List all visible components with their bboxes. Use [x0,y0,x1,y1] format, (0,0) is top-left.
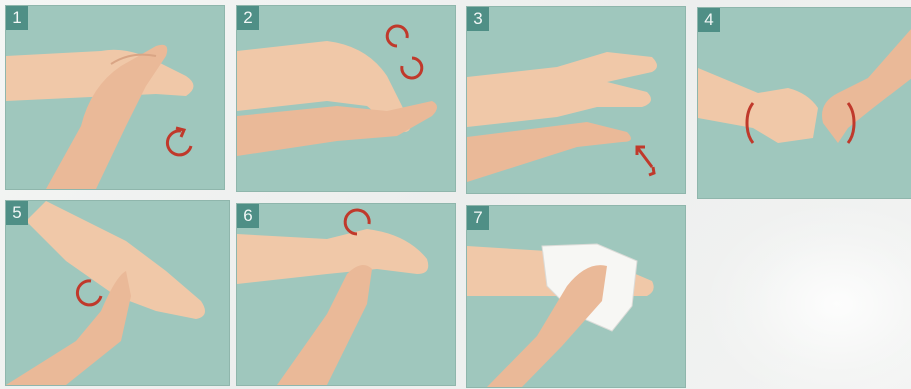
step-3-illustration [467,7,685,193]
rotate-arrow-icon [387,26,407,46]
step-4-illustration [698,8,911,198]
step-number: 4 [698,8,720,32]
step-number: 6 [237,204,259,228]
step-7-panel: 7 [466,205,686,388]
step-2-illustration [237,6,455,191]
glare-reflection [700,200,911,389]
step-number: 5 [6,201,28,225]
step-5-illustration [6,201,229,385]
step-1-panel: 1 [5,5,225,190]
step-7-illustration [467,206,685,387]
back-forth-arrow-icon [637,147,654,175]
step-number: 2 [237,6,259,30]
step-6-illustration [237,204,455,385]
step-2-panel: 2 [236,5,456,192]
step-number: 1 [6,6,28,30]
step-6-panel: 6 [236,203,456,386]
step-1-illustration [6,6,224,189]
step-number: 7 [467,206,489,230]
rotate-arrow-icon [167,131,191,155]
rotate-arrow-icon [77,281,101,305]
step-number: 3 [467,7,489,31]
step-3-panel: 3 [466,6,686,194]
step-4-panel: 4 [697,7,911,199]
step-5-panel: 5 [5,200,230,386]
